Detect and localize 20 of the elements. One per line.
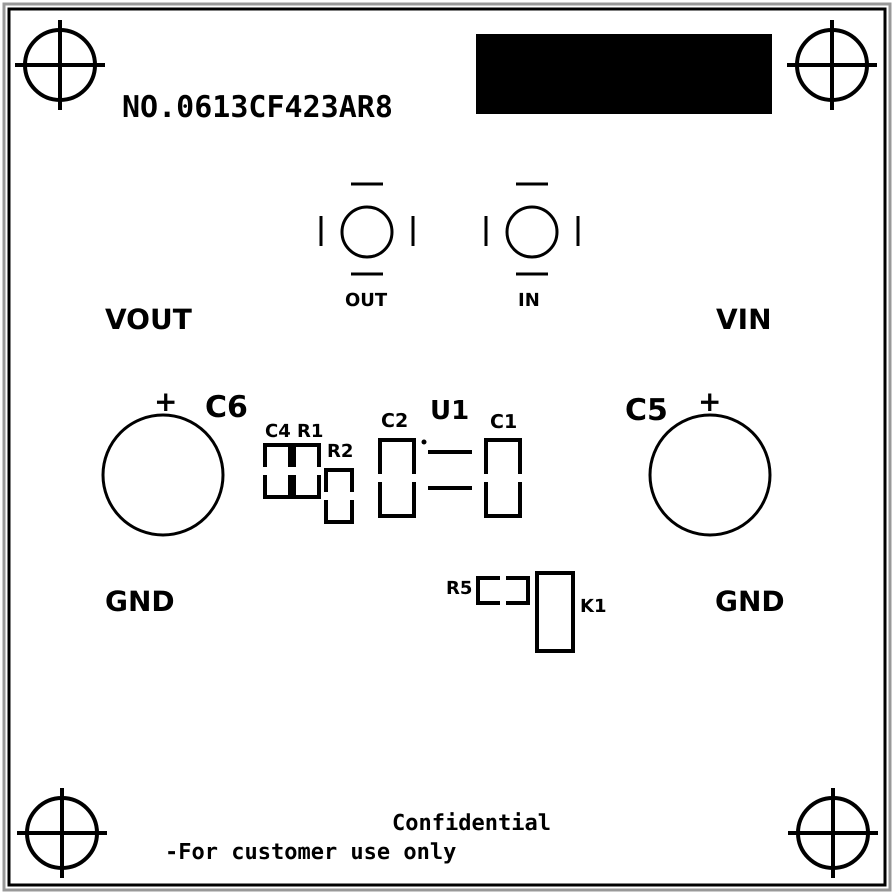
terminal-label: VIN — [716, 306, 772, 334]
component-designator: C5 — [625, 396, 668, 426]
component-designator: C4 — [265, 423, 291, 441]
terminal-label: VOUT — [105, 306, 192, 334]
test-point-label: IN — [518, 292, 540, 310]
part-number: NO.0613CF423AR8 — [122, 93, 393, 123]
component-designator: R1 — [297, 423, 324, 441]
component-designator: U1 — [430, 398, 470, 424]
component-designator: C2 — [381, 412, 408, 431]
terminal-label: GND — [105, 588, 175, 616]
component-designator: R5 — [446, 580, 472, 598]
component-designator: C6 — [205, 393, 248, 423]
component-designator: R2 — [327, 443, 354, 461]
component-designator: K1 — [580, 598, 606, 616]
terminal-label: GND — [715, 588, 785, 616]
polarity-mark: + — [698, 388, 722, 416]
component-designator: C1 — [490, 413, 518, 432]
test-point-label: OUT — [345, 292, 388, 310]
polarity-mark: + — [154, 388, 178, 416]
confidentiality-note: Confidential -For customer use only — [165, 810, 552, 867]
